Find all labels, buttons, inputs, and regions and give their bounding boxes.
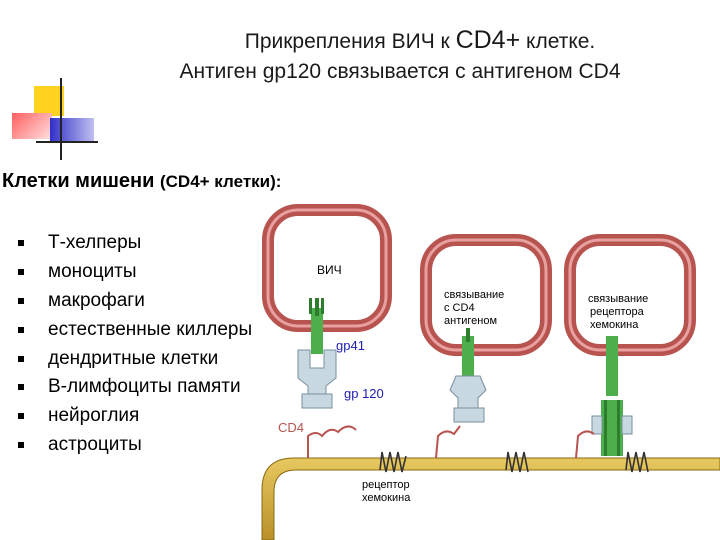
chemokine-receptor xyxy=(505,451,529,473)
label-vich: ВИЧ xyxy=(317,263,342,277)
list-item-text: астроциты xyxy=(48,434,142,456)
list-item: моноциты xyxy=(18,261,252,290)
gp41-stalk xyxy=(462,328,474,382)
list-item-text: дендритные клетки xyxy=(48,347,219,369)
label-receptor-line2: хемокина xyxy=(362,492,411,504)
title-part-a: Прикрепления ВИЧ к xyxy=(244,30,456,53)
list-item-text: естественные киллеры xyxy=(48,318,253,340)
list-heading-sub: (CD4+ клетки): xyxy=(159,172,282,191)
list-item: астроциты xyxy=(18,434,252,463)
gp120-protein xyxy=(297,349,337,409)
label-binding-chemokine-2: рецептора xyxy=(590,306,645,318)
list-heading: Клетки мишени (CD4+ клетки): xyxy=(2,170,281,193)
list-item-text: В-лимфоциты памяти xyxy=(48,376,241,398)
label-binding-cd4-3: антигеном xyxy=(444,315,497,327)
title-part-c: клетке. xyxy=(520,30,596,53)
hiv-attachment-diagram: ВИЧ gp41 gp 120 CD4 рецептор хемокина св… xyxy=(261,204,720,540)
gp41-stalk xyxy=(601,336,623,456)
list-item: нейроглия xyxy=(18,405,252,434)
slide-title: Прикрепления ВИЧ к CD4+ клетке. xyxy=(0,26,720,55)
label-binding-chemokine-3: хемокина xyxy=(590,319,639,331)
list-item: дендритные клетки xyxy=(18,348,252,377)
gp120-protein xyxy=(591,415,633,435)
slide-subtitle: Антиген gp120 связывается с антигеном CD… xyxy=(179,60,621,83)
bullet-icon xyxy=(18,355,24,362)
bullet-icon xyxy=(18,326,24,333)
label-cd4: CD4 xyxy=(278,420,304,435)
list-item-text: Т-хелперы xyxy=(48,232,142,253)
bullet-icon xyxy=(18,240,24,246)
list-item: Т-хелперы xyxy=(18,232,252,261)
decor-vertical-line xyxy=(60,78,62,160)
label-binding-cd4-1: связывание xyxy=(444,289,504,301)
bullet-icon xyxy=(18,384,24,391)
cell-membrane xyxy=(261,457,720,540)
list-item: макрофаги xyxy=(18,290,252,319)
label-binding-chemokine-1: связывание xyxy=(588,293,648,305)
label-receptor-line1: рецептор xyxy=(362,479,410,491)
chemokine-receptor xyxy=(625,451,649,473)
gp120-protein xyxy=(449,375,487,423)
bullet-icon xyxy=(18,297,24,304)
list-item: естественные киллеры xyxy=(18,319,252,348)
decor-blue-square xyxy=(50,118,94,142)
label-binding-cd4-2: с CD4 xyxy=(444,302,475,314)
list-item: В-лимфоциты памяти xyxy=(18,376,252,405)
list-item-text: макрофаги xyxy=(48,289,145,311)
title-part-cd4: CD4+ xyxy=(455,26,521,54)
gp41-stalk xyxy=(309,298,324,354)
chemokine-receptor xyxy=(379,451,407,473)
cd4-receptor xyxy=(435,425,461,459)
cd4-receptor xyxy=(307,425,357,458)
label-gp120: gp 120 xyxy=(344,386,384,401)
cd4-receptor xyxy=(575,430,595,459)
decor-red-square xyxy=(12,113,52,139)
decor-yellow-square xyxy=(34,86,64,116)
list-heading-main: Клетки мишени xyxy=(2,170,160,192)
bullet-icon xyxy=(18,442,24,449)
bullet-icon xyxy=(18,268,24,275)
label-gp41: gp41 xyxy=(336,338,365,353)
bullet-icon xyxy=(18,413,24,420)
decor-horizontal-line xyxy=(36,141,98,143)
list-item-text: моноциты xyxy=(48,260,137,282)
list-item-text: нейроглия xyxy=(48,405,140,427)
target-cells-list: Т-хелперы моноциты макрофаги естественны… xyxy=(18,232,252,463)
